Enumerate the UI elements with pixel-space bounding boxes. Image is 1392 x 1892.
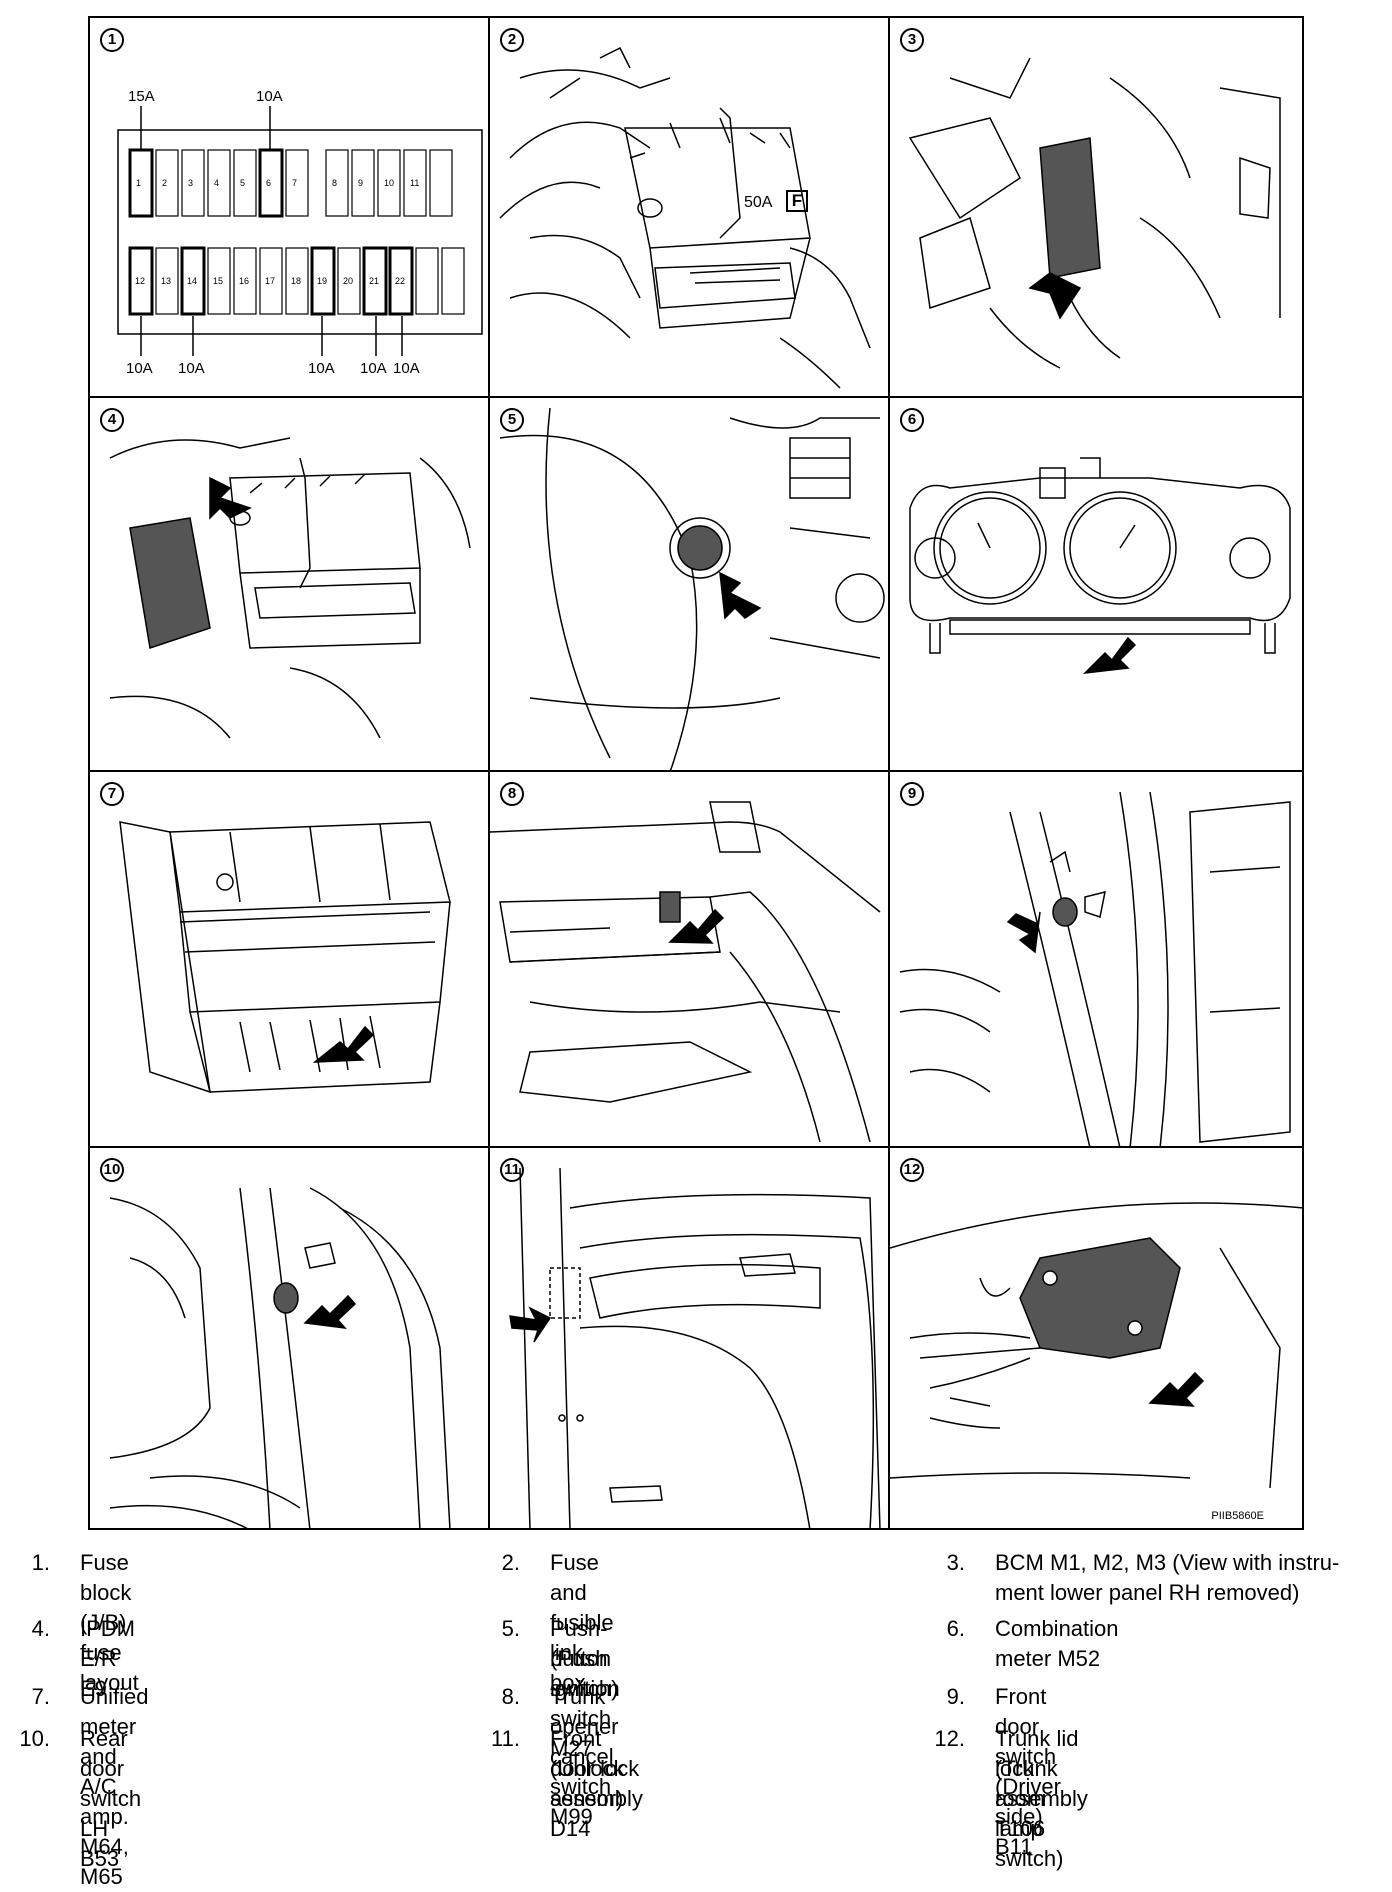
rear-door-switch-drawing bbox=[109, 1187, 451, 1530]
fuse-slot bbox=[258, 148, 284, 218]
fuse-slot bbox=[180, 246, 206, 316]
fuse-number: 17 bbox=[265, 276, 276, 286]
fuse-slot bbox=[233, 149, 257, 217]
fuse-number: 14 bbox=[187, 276, 198, 286]
fuse-slot bbox=[155, 247, 179, 315]
fuse-number: 16 bbox=[239, 276, 250, 286]
fuse-number: 13 bbox=[161, 276, 172, 286]
fuse-slot bbox=[207, 149, 231, 217]
panel-number: 6 bbox=[900, 408, 924, 432]
fuse-slot bbox=[259, 247, 283, 315]
trunk-opener-switch-drawing bbox=[490, 801, 881, 1143]
panel-number: 12 bbox=[900, 1158, 924, 1182]
fusible-link-letter: F bbox=[786, 190, 808, 212]
fuse-number: 5 bbox=[240, 178, 246, 188]
fuse-number: 9 bbox=[358, 178, 364, 188]
fuse-slot bbox=[128, 246, 154, 316]
fuse-slot bbox=[181, 149, 205, 217]
fuse-slot bbox=[325, 149, 349, 217]
panel-front-door-switch: 9 bbox=[890, 772, 1304, 1148]
panel-number: 2 bbox=[500, 28, 524, 52]
panel-number: 10 bbox=[100, 1158, 124, 1182]
fuse-number: 4 bbox=[214, 178, 220, 188]
fuse-number: 12 bbox=[135, 276, 146, 286]
fuse-number: 7 bbox=[292, 178, 298, 188]
fuse-slot bbox=[403, 149, 427, 217]
panel-fuse-fusible-link-box: 2 50A F bbox=[490, 18, 890, 398]
fuse-21-rating: 10A bbox=[360, 360, 387, 377]
fuse-number: 18 bbox=[291, 276, 302, 286]
fusible-link-box-drawing bbox=[499, 46, 871, 389]
panel-number: 7 bbox=[100, 782, 124, 806]
fuse-6-rating: 10A bbox=[256, 88, 283, 105]
panel-number: 3 bbox=[900, 28, 924, 52]
unified-meter-drawing bbox=[119, 821, 451, 1094]
fuse-slot bbox=[155, 149, 179, 217]
fuse-slot bbox=[207, 247, 231, 315]
fuse-22-rating: 10A bbox=[393, 360, 420, 377]
fuse-slot bbox=[233, 247, 257, 315]
fuse-number: 1 bbox=[136, 178, 142, 188]
panel-trunk-lid-lock-assembly: 12 PIIB5860E bbox=[890, 1148, 1304, 1530]
panel-combination-meter: 6 bbox=[890, 398, 1304, 772]
fuse-slot bbox=[377, 149, 401, 217]
fuse-12-rating: 10A bbox=[126, 360, 153, 377]
door-lock-drawing bbox=[509, 1167, 881, 1530]
combination-meter-drawing bbox=[909, 457, 1291, 674]
fuse-number: 15 bbox=[213, 276, 224, 286]
panel-bcm: 3 bbox=[890, 18, 1304, 398]
fuse-number: 11 bbox=[410, 178, 420, 188]
ipdm-drawing bbox=[109, 437, 471, 739]
panel-number: 8 bbox=[500, 782, 524, 806]
fuse-slot bbox=[351, 149, 375, 217]
fuse-number: 21 bbox=[369, 276, 380, 286]
fuse-number: 22 bbox=[395, 276, 406, 286]
panel-number: 9 bbox=[900, 782, 924, 806]
fuse-slot bbox=[388, 246, 414, 316]
panel-rear-door-switch: 10 bbox=[90, 1148, 490, 1530]
panel-unified-meter-ac-amp: 7 bbox=[90, 772, 490, 1148]
panel-number: 4 bbox=[100, 408, 124, 432]
fuse-number: 3 bbox=[188, 178, 194, 188]
fuse-number: 6 bbox=[266, 178, 272, 188]
panel-number: 5 bbox=[500, 408, 524, 432]
fuse-slot bbox=[337, 247, 361, 315]
fuse-slot bbox=[310, 246, 336, 316]
fuse-slot bbox=[285, 247, 309, 315]
fuse-number: 8 bbox=[332, 178, 338, 188]
panel-push-button-ignition: 5 bbox=[490, 398, 890, 772]
front-door-switch-drawing bbox=[899, 791, 1291, 1146]
fuse-block-drawing bbox=[117, 106, 483, 356]
fuse-slot bbox=[362, 246, 388, 316]
panel-trunk-opener-cancel-switch: 8 bbox=[490, 772, 890, 1148]
bcm-drawing bbox=[908, 57, 1281, 369]
fuse-14-rating: 10A bbox=[178, 360, 205, 377]
legend: 1.Fuse block (J/B) fuse layout 2.Fuse an… bbox=[19, 1550, 1340, 1889]
fuse-slot bbox=[285, 149, 309, 217]
fuse-number: 2 bbox=[162, 178, 168, 188]
fuse-1-rating: 15A bbox=[128, 88, 155, 105]
fuse-number: 19 bbox=[317, 276, 328, 286]
fuse-19-rating: 10A bbox=[308, 360, 335, 377]
fuse-slot-empty bbox=[429, 149, 453, 217]
panel-number: 1 bbox=[100, 28, 124, 52]
fuse-number: 20 bbox=[343, 276, 354, 286]
ignition-switch-drawing bbox=[499, 407, 885, 770]
reference-code: PIIB5860E bbox=[1211, 1510, 1264, 1522]
fusible-link-rating: 50A bbox=[744, 194, 773, 211]
fuse-slot-empty bbox=[415, 247, 439, 315]
panel-ipdm-er: 4 bbox=[90, 398, 490, 772]
trunk-lid-lock-drawing bbox=[890, 1202, 1304, 1489]
panel-front-door-lock-assembly: 11 bbox=[490, 1148, 890, 1530]
fuse-number: 10 bbox=[384, 178, 395, 188]
fuse-slot-empty bbox=[441, 247, 465, 315]
